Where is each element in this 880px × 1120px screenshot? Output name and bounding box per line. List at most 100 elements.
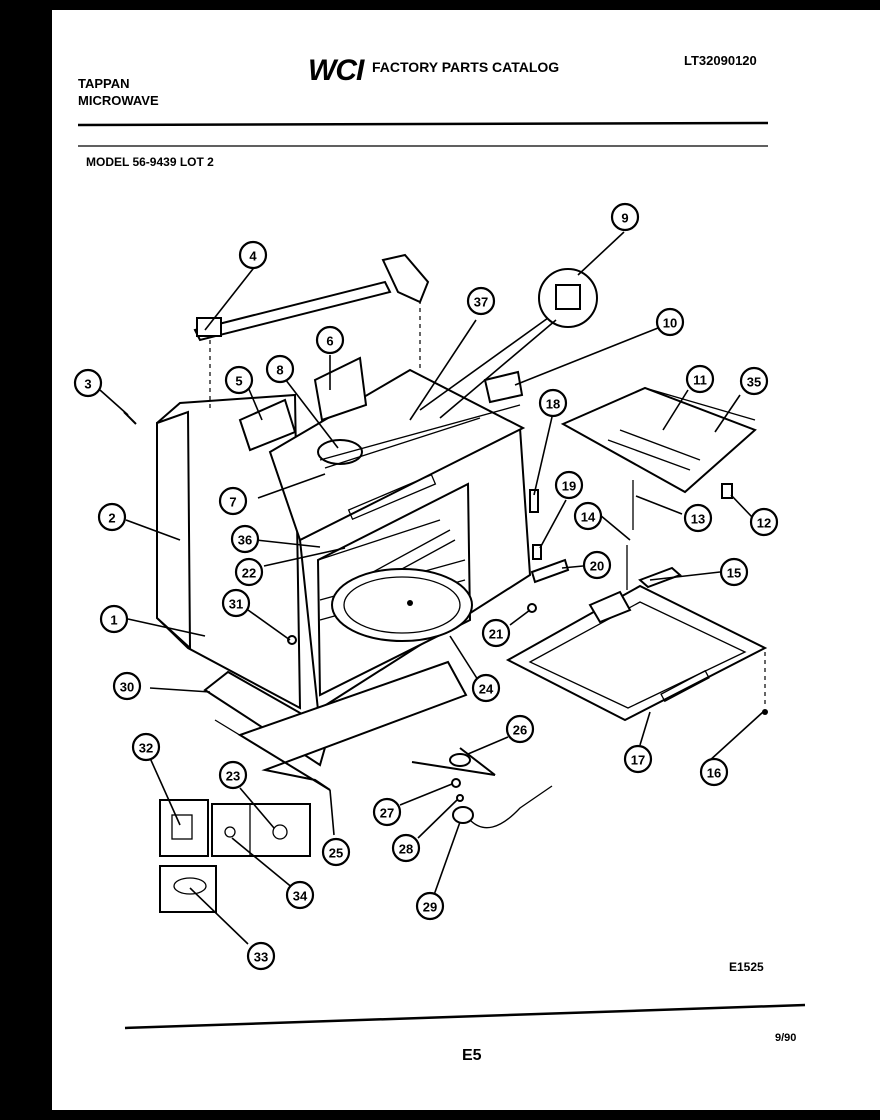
- callout-11: 11: [685, 364, 715, 394]
- callout-8: 8: [265, 354, 295, 384]
- callout-bubble: [321, 837, 351, 867]
- bracket-end: [381, 253, 430, 304]
- callout-19: 19: [554, 470, 584, 500]
- callout-14: 14: [573, 501, 603, 531]
- callout-bubble: [315, 325, 345, 355]
- callout-number: 25: [329, 846, 343, 861]
- callout-number: 14: [581, 510, 596, 525]
- bracket-foot: [196, 317, 222, 337]
- callout-number: 26: [513, 723, 527, 738]
- callout-bubble: [505, 714, 535, 744]
- callout-30: 30: [112, 671, 142, 701]
- callout-bubble: [73, 368, 103, 398]
- callout-number: 21: [489, 627, 503, 642]
- leader-lines: [99, 231, 764, 945]
- callout-bubble: [285, 880, 315, 910]
- callout-17: 17: [623, 744, 653, 774]
- revision-date: 9/90: [775, 1032, 797, 1044]
- callout-9: 9: [610, 202, 640, 232]
- callout-number: 18: [546, 397, 560, 412]
- callout-number: 16: [707, 766, 721, 781]
- callout-bubble: [481, 618, 511, 648]
- callout-bubble: [466, 286, 496, 316]
- cabinet-wrapper: [156, 300, 421, 710]
- part-33-box: [159, 865, 217, 913]
- callout-bubble: [265, 354, 295, 384]
- waveguide-cover: [238, 398, 297, 452]
- callout-number: 11: [693, 373, 707, 388]
- callout-32: 32: [131, 732, 161, 762]
- callout-bubble: [739, 366, 769, 396]
- callout-number: 35: [747, 375, 761, 390]
- coupler-27: [451, 778, 461, 788]
- callout-6: 6: [315, 325, 345, 355]
- callout-bubble: [224, 365, 254, 395]
- callout-bubble: [234, 557, 264, 587]
- callout-number: 5: [235, 374, 242, 389]
- callout-number: 27: [380, 806, 394, 821]
- switch-20: [530, 558, 570, 584]
- callout-number: 19: [562, 479, 576, 494]
- callout-number: 8: [276, 363, 283, 378]
- callout-29: 29: [415, 891, 445, 921]
- callout-bubble: [471, 673, 501, 703]
- roller-guide-arm-a: [411, 761, 496, 776]
- callout-1: 1: [99, 604, 129, 634]
- callout-18: 18: [538, 388, 568, 418]
- callout-number: 33: [254, 950, 268, 965]
- callout-bubble: [749, 507, 779, 537]
- control-panel: [560, 386, 757, 494]
- callout-number: 22: [242, 566, 256, 581]
- callout-number: 3: [84, 377, 91, 392]
- callout-number: 23: [226, 769, 240, 784]
- wci-logo: WCI: [308, 54, 364, 87]
- callout-13: 13: [683, 503, 713, 533]
- roller-guide-arm-b: [459, 747, 496, 776]
- callout-bubble: [218, 760, 248, 790]
- callout-number: 15: [727, 566, 741, 581]
- callout-bubble: [131, 732, 161, 762]
- callout-number: 37: [474, 295, 488, 310]
- callout-number: 31: [229, 597, 243, 612]
- callout-number: 28: [399, 842, 413, 857]
- callout-20: 20: [582, 550, 612, 580]
- callout-bubble: [610, 202, 640, 232]
- figure-code: E1525: [729, 960, 764, 974]
- knob-12: [721, 483, 733, 499]
- callout-36: 36: [230, 524, 260, 554]
- callout-bubble: [685, 364, 715, 394]
- callout-bubble: [97, 502, 127, 532]
- callout-bubble: [623, 744, 653, 774]
- callout-number: 6: [326, 334, 333, 349]
- callout-bubble: [221, 588, 251, 618]
- switch-19: [532, 544, 542, 560]
- callout-number: 34: [293, 889, 308, 904]
- callout-15: 15: [719, 557, 749, 587]
- callout-bubble: [573, 501, 603, 531]
- callout-34: 34: [285, 880, 315, 910]
- turntable-motor: [452, 806, 474, 824]
- part-32-box: [159, 799, 209, 857]
- model-line: MODEL 56-9439 LOT 2: [86, 155, 214, 169]
- callout-2: 2: [97, 502, 127, 532]
- callout-bubble: [112, 671, 142, 701]
- callout-number: 4: [249, 249, 257, 264]
- turntable: [331, 568, 473, 642]
- header-rule: [77, 121, 769, 127]
- callout-bubble: [391, 833, 421, 863]
- callout-number: 17: [631, 753, 645, 768]
- turntable-hub: [407, 600, 413, 606]
- screw-16: [762, 709, 768, 715]
- stirrer-cover: [313, 356, 368, 422]
- door-latch: [588, 590, 632, 624]
- callout-bubble: [238, 240, 268, 270]
- callout-10: 10: [655, 307, 685, 337]
- page-number: E5: [462, 1047, 482, 1064]
- catalog-title: FACTORY PARTS CATALOG: [372, 59, 560, 75]
- callout-4: 4: [238, 240, 268, 270]
- callout-21: 21: [481, 618, 511, 648]
- callout-bubble: [230, 524, 260, 554]
- washer-28: [456, 794, 464, 802]
